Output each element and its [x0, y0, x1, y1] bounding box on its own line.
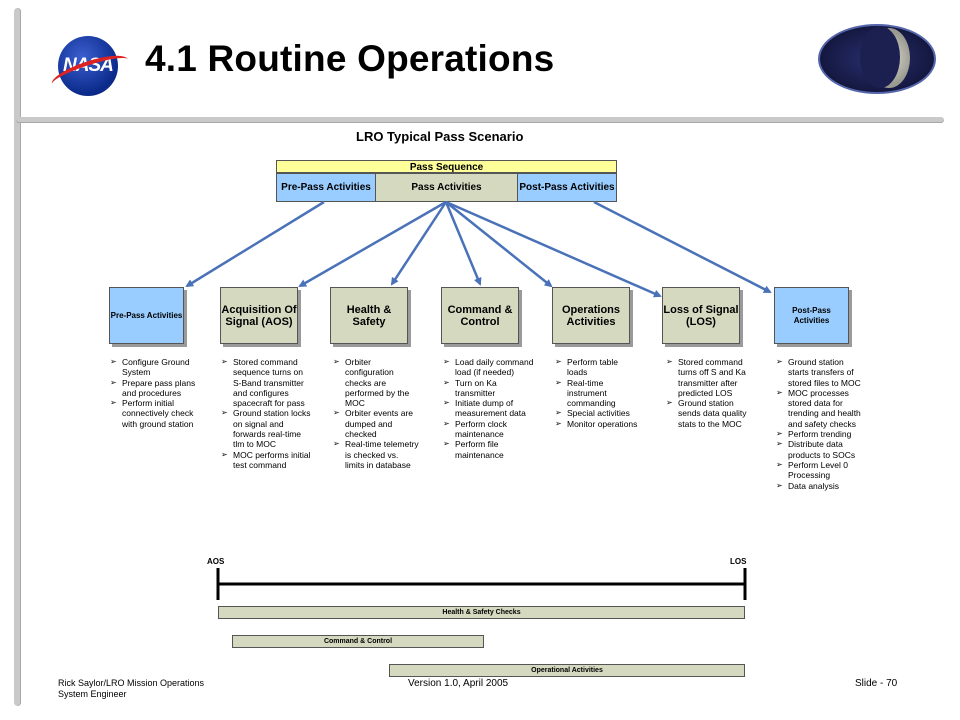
timeline-aos-label: AOS	[207, 557, 225, 566]
bullets-operations: Perform table loads Real-time instrument…	[555, 357, 639, 429]
bullet-item: Real-time telemetry is checked vs. limit…	[333, 439, 419, 470]
bullets-command-control: Load daily command load (if needed) Turn…	[443, 357, 535, 460]
footer-author: Rick Saylor/LRO Mission Operations Syste…	[58, 678, 205, 699]
bullets-post-pass: Ground station starts transfers of store…	[776, 357, 866, 491]
bullet-item: Perform file maintenance	[443, 439, 535, 460]
bullet-item: Perform initial connectively check with …	[110, 398, 196, 429]
box-operations-activities: Operations Activities	[552, 287, 630, 344]
bullet-item: Real-time instrument commanding	[555, 378, 639, 409]
bullet-item: Distribute data products to SOCs	[776, 439, 866, 460]
bullet-item: Turn on Ka transmitter	[443, 378, 535, 399]
arrow-to-post-pass	[593, 200, 772, 294]
bullet-item: Initiate dump of measurement data	[443, 398, 535, 419]
bullet-item: Perform trending	[776, 429, 866, 440]
slide-frame-top	[16, 117, 944, 123]
sequence-cell-pass: Pass Activities	[375, 173, 518, 202]
bullet-item: MOC processes stored data for trending a…	[776, 388, 866, 429]
box-command-control: Command & Control	[441, 287, 519, 344]
bullet-item: Perform Level 0 Processing	[776, 460, 866, 481]
arrow-to-operations	[445, 201, 553, 288]
sequence-cell-post-pass: Post-Pass Activities	[517, 173, 617, 202]
bullet-item: Ground station locks on signal and forwa…	[221, 408, 311, 449]
bullet-item: Orbiter configuration checks are perform…	[333, 357, 419, 408]
footer-version: Version 1.0, April 2005	[408, 678, 509, 689]
bar-health-safety-checks: Health & Safety Checks	[218, 606, 745, 619]
bullet-item: Monitor operations	[555, 419, 639, 430]
arrow-to-aos	[298, 200, 447, 288]
bullet-item: Orbiter events are dumped and checked	[333, 408, 419, 439]
slide-title: 4.1 Routine Operations	[145, 38, 555, 79]
lro-mission-logo	[818, 24, 936, 94]
bullet-item: Special activities	[555, 408, 639, 419]
bullet-item: Ground station sends data quality stats …	[666, 398, 752, 429]
bullet-item: Data analysis	[776, 481, 866, 492]
bar-command-control: Command & Control	[232, 635, 484, 648]
arrow-to-command-control	[444, 201, 482, 286]
bullet-item: Prepare pass plans and procedures	[110, 378, 196, 399]
slide-frame-left	[14, 8, 21, 706]
sequence-cell-pre-pass: Pre-Pass Activities	[276, 173, 376, 202]
arrow-to-pre-pass	[185, 200, 325, 288]
bullets-aos: Stored command sequence turns on S-Band …	[221, 357, 311, 470]
pass-sequence-header: Pass Sequence	[276, 160, 617, 173]
nasa-logo: NASA	[48, 33, 132, 99]
bullet-item: Load daily command load (if needed)	[443, 357, 535, 378]
box-post-pass: Post-Pass Activities	[774, 287, 849, 344]
footer-slide-number: Slide - 70	[855, 678, 898, 689]
timeline-los-label: LOS	[730, 557, 747, 566]
bullet-item: Stored command turns off S and Ka transm…	[666, 357, 752, 398]
bullet-item: Stored command sequence turns on S-Band …	[221, 357, 311, 408]
bullet-item: Perform table loads	[555, 357, 639, 378]
box-health-safety: Health & Safety	[330, 287, 408, 344]
timeline-axis	[216, 568, 747, 600]
bullet-item: MOC performs initial test command	[221, 450, 311, 471]
diagram-title: LRO Typical Pass Scenario	[356, 129, 524, 144]
bullet-item: Perform clock maintenance	[443, 419, 535, 440]
box-los: Loss of Signal (LOS)	[662, 287, 740, 344]
box-pre-pass: Pre-Pass Activities	[109, 287, 184, 344]
box-aos: Acquisition Of Signal (AOS)	[220, 287, 298, 344]
bullets-los: Stored command turns off S and Ka transm…	[666, 357, 752, 429]
bar-operational-activities: Operational Activities	[389, 664, 745, 677]
arrow-to-los	[445, 200, 662, 298]
bullets-pre-pass: Configure Ground System Prepare pass pla…	[110, 357, 196, 429]
arrow-to-health-safety	[390, 201, 448, 286]
bullets-health-safety: Orbiter configuration checks are perform…	[333, 357, 419, 470]
bullet-item: Configure Ground System	[110, 357, 196, 378]
bullet-item: Ground station starts transfers of store…	[776, 357, 866, 388]
